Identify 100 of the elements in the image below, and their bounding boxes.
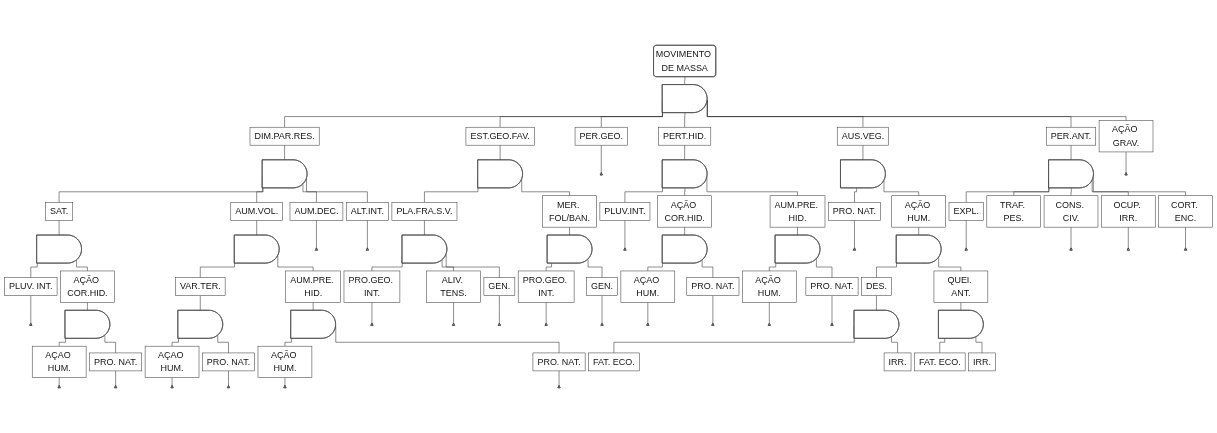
connector [769,302,770,324]
connector [284,338,292,347]
node-box: PLUV.INT. [599,202,651,221]
node-box: DIM.PAR.RES. [249,126,320,146]
connector [854,220,856,249]
node-box: AÇAO HUM. [144,345,200,378]
node-box: GEN. [483,277,516,296]
connector [938,257,962,272]
node-box: IRR. [883,352,912,372]
node-box: AUM.VOL. [230,202,283,221]
connector [975,336,983,354]
connector [939,338,945,354]
node-box: AÇÃO HUM. [891,195,946,228]
connector [712,295,714,324]
connector [624,220,626,249]
node-box: PLUV. INT. [4,277,58,296]
node-box: FAT. ECO. [914,352,966,372]
connector [601,144,602,174]
connector [228,370,230,387]
node-box: PERT.HID. [658,126,712,146]
connector [918,226,920,236]
connector [256,220,258,236]
node-box: AUM.PRE. HID. [769,195,826,228]
node-box: AUM.DEC. [289,202,344,221]
node-box: PRO. NAT. [828,202,881,221]
node-box: PRO. NAT. [89,352,142,372]
connector [545,263,552,272]
connector [684,187,686,196]
connector [58,377,60,387]
connector [284,144,286,161]
node-box: AÇÃO GRAV. [1098,120,1154,153]
connector [171,338,179,347]
connector [30,263,38,278]
node-box: EST.GEO.FAV. [465,126,535,146]
connector [769,263,777,272]
node-box: PRO. NAT. [202,352,255,372]
node-box: CORT. ENC. [1158,195,1213,228]
connector [684,226,686,236]
connector [76,260,88,272]
connector [171,377,173,387]
node-box: SAT. [45,202,73,221]
connector [302,184,317,203]
node-box: PER.ANT. [1046,126,1096,146]
connector [1091,180,1129,196]
connector [453,302,455,324]
connector [701,260,714,278]
connector [831,295,833,324]
connector [1070,187,1072,196]
connector [883,180,919,196]
connector [256,187,264,203]
connector [569,226,571,236]
connector [521,179,570,196]
node-box: PER.GEO. [574,126,628,146]
connector [1125,151,1127,174]
connector [424,220,425,236]
node-box: VAR.TER. [175,277,226,296]
connector [1185,226,1187,249]
node-box: IRR. [968,352,996,372]
node-box: PRO. NAT. [805,277,859,296]
node-box: EXPL. [948,202,984,221]
connector [371,302,373,324]
node-box: MER. FOL/BAN. [542,195,597,228]
connector [684,112,686,128]
node-box: AÇÃO HUM. [257,345,313,378]
node-box: QUEI. ANT. [933,270,989,303]
connector [312,302,314,311]
node-box: GEN. [586,277,618,296]
connector [87,302,88,311]
connector [115,370,117,387]
connector [277,255,314,272]
node-box: OCUP. IRR. [1101,195,1156,228]
node-box: AÇÃO COR.HID. [60,270,115,303]
node-box: DES. [861,277,892,296]
connector [445,254,500,278]
connector [965,220,967,249]
connector [854,187,857,203]
connector [684,76,686,86]
node-box: AUS.VEG. [836,126,889,146]
connector [558,370,560,387]
connector [58,220,60,236]
node-box: ALT.INT. [346,202,389,221]
node-box: PLA.FRA.S.V. [391,202,458,221]
node-box: PRO.GEO. INT. [517,270,575,303]
node-box: FAT. ECO. [588,352,640,372]
connector [647,302,649,324]
connector [104,335,116,354]
connector [1070,226,1072,249]
connector [891,336,898,354]
node-box: AUM.PRE. HID. [285,270,341,303]
node-box: PRO. NAT. [686,277,740,296]
node-box: TRAF. PES. [986,195,1041,228]
connector [545,302,547,324]
node-box: PRO.GEO. INT. [343,270,401,303]
connector [797,226,799,236]
connector [316,220,317,249]
connector [1128,226,1129,249]
node-box: AÇAO HUM. [31,345,87,378]
node-box: CONS. CIV. [1043,195,1099,228]
connector [816,258,833,278]
connector [960,302,962,311]
